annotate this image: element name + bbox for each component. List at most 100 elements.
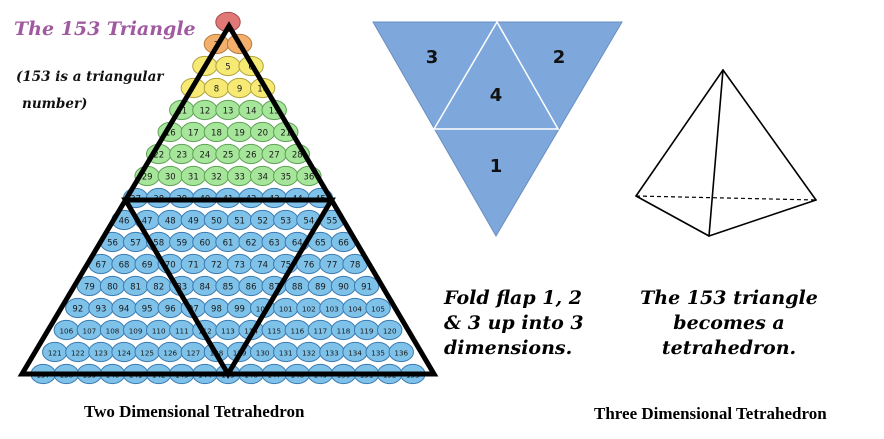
number-label: 102: [302, 304, 316, 313]
number-label: 35: [280, 172, 291, 182]
number-label: 119: [360, 326, 374, 335]
number-label: 113: [221, 326, 235, 335]
number-label: 106: [59, 326, 73, 335]
number-label: 5: [225, 62, 230, 72]
number-label: 101: [279, 304, 293, 313]
number-label: 127: [186, 348, 200, 357]
tetrahedron-edge: [635, 195, 710, 237]
number-label: 81: [130, 282, 141, 292]
number-label: 34: [257, 172, 268, 182]
number-label: 50: [211, 216, 222, 226]
flap-label-4: 4: [490, 85, 503, 106]
tetrahedron-3d-drawing: [635, 69, 817, 237]
number-label: 86: [246, 282, 257, 292]
caption-two-dimensional: Two Dimensional Tetrahedron: [84, 402, 305, 421]
number-label: 68: [119, 260, 130, 270]
number-label: 136: [394, 348, 408, 357]
number-label: 29: [142, 172, 153, 182]
number-label: 10: [257, 84, 268, 94]
tetrahedron-edge: [722, 69, 817, 201]
number-label: 14: [246, 106, 257, 116]
flap-label-3: 3: [426, 47, 439, 68]
fold-instruction-note: Fold flap 1, 2 & 3 up into 3 dimensions.: [444, 286, 584, 361]
number-label: 88: [292, 282, 303, 292]
subtitle-line-1: (153 is a triangular: [16, 69, 164, 85]
number-label: 110: [152, 326, 166, 335]
number-label: 70: [165, 260, 176, 270]
flap-label-2: 2: [553, 47, 566, 68]
subtitle-line-2: number): [22, 96, 88, 112]
number-label: 121: [48, 348, 62, 357]
number-label: 36: [303, 172, 314, 182]
number-label: 17: [188, 128, 199, 138]
number-circle: [353, 275, 380, 297]
tetrahedron-edge: [708, 69, 724, 237]
number-label: 47: [142, 216, 153, 226]
number-label: 83: [176, 282, 187, 292]
number-label: 85: [223, 282, 234, 292]
number-label: 120: [383, 326, 397, 335]
number-label: 15: [269, 106, 280, 116]
caption-three-dimensional: Three Dimensional Tetrahedron: [594, 404, 827, 423]
number-label: 90: [338, 282, 349, 292]
number-label: 57: [130, 238, 141, 248]
number-label: 26: [246, 150, 257, 160]
number-label: 19: [234, 128, 245, 138]
number-label: 64: [292, 238, 303, 248]
number-label: 80: [107, 282, 118, 292]
number-label: 96: [165, 304, 176, 314]
number-label: 51: [234, 216, 245, 226]
number-label: 28: [292, 150, 303, 160]
number-label: 54: [303, 216, 314, 226]
number-label: 48: [165, 216, 176, 226]
tetrahedron-edge: [635, 69, 724, 197]
number-label: 94: [119, 304, 130, 314]
number-label: 56: [107, 238, 118, 248]
number-label: 109: [129, 326, 143, 335]
number-label: 134: [348, 348, 362, 357]
number-label: 67: [96, 260, 107, 270]
number-label: 69: [142, 260, 153, 270]
result-note: The 153 triangle becomes a tetrahedron.: [636, 286, 822, 361]
number-label: 97: [188, 304, 199, 314]
number-label: 49: [188, 216, 199, 226]
number-label: 62: [246, 238, 257, 248]
number-label: 20: [257, 128, 268, 138]
fold-note-line-2: & 3 up into 3: [444, 312, 584, 334]
number-label: 21: [280, 128, 291, 138]
number-label: 82: [153, 282, 164, 292]
number-label: 33: [234, 172, 245, 182]
number-label: 58: [153, 238, 164, 248]
number-label: 59: [176, 238, 187, 248]
number-label: 95: [142, 304, 153, 314]
number-label: 87: [269, 282, 280, 292]
number-label: 131: [279, 348, 293, 357]
number-label: 132: [302, 348, 316, 357]
number-label: 125: [140, 348, 154, 357]
number-label: 105: [371, 304, 385, 313]
number-label: 13: [223, 106, 234, 116]
number-label: 118: [337, 326, 351, 335]
result-note-line-3: tetrahedron.: [661, 337, 797, 359]
number-label: 84: [199, 282, 210, 292]
number-label: 27: [269, 150, 280, 160]
number-label: 74: [257, 260, 268, 270]
number-label: 18: [211, 128, 222, 138]
inner-triangle-outline: [121, 197, 336, 379]
number-label: 92: [72, 304, 83, 314]
number-label: 115: [267, 326, 281, 335]
number-label: 98: [211, 304, 222, 314]
number-label: 12: [199, 106, 210, 116]
number-label: 117: [314, 326, 328, 335]
number-label: 107: [83, 326, 97, 335]
number-label: 126: [163, 348, 177, 357]
flap-4-outline: [432, 20, 560, 130]
number-label: 108: [106, 326, 120, 335]
number-label: 99: [234, 304, 245, 314]
number-label: 8: [214, 84, 219, 94]
tetrahedron-net-outline: [17, 21, 439, 379]
number-label: 65: [315, 238, 326, 248]
number-label: 78: [350, 260, 361, 270]
number-label: 24: [199, 150, 210, 160]
